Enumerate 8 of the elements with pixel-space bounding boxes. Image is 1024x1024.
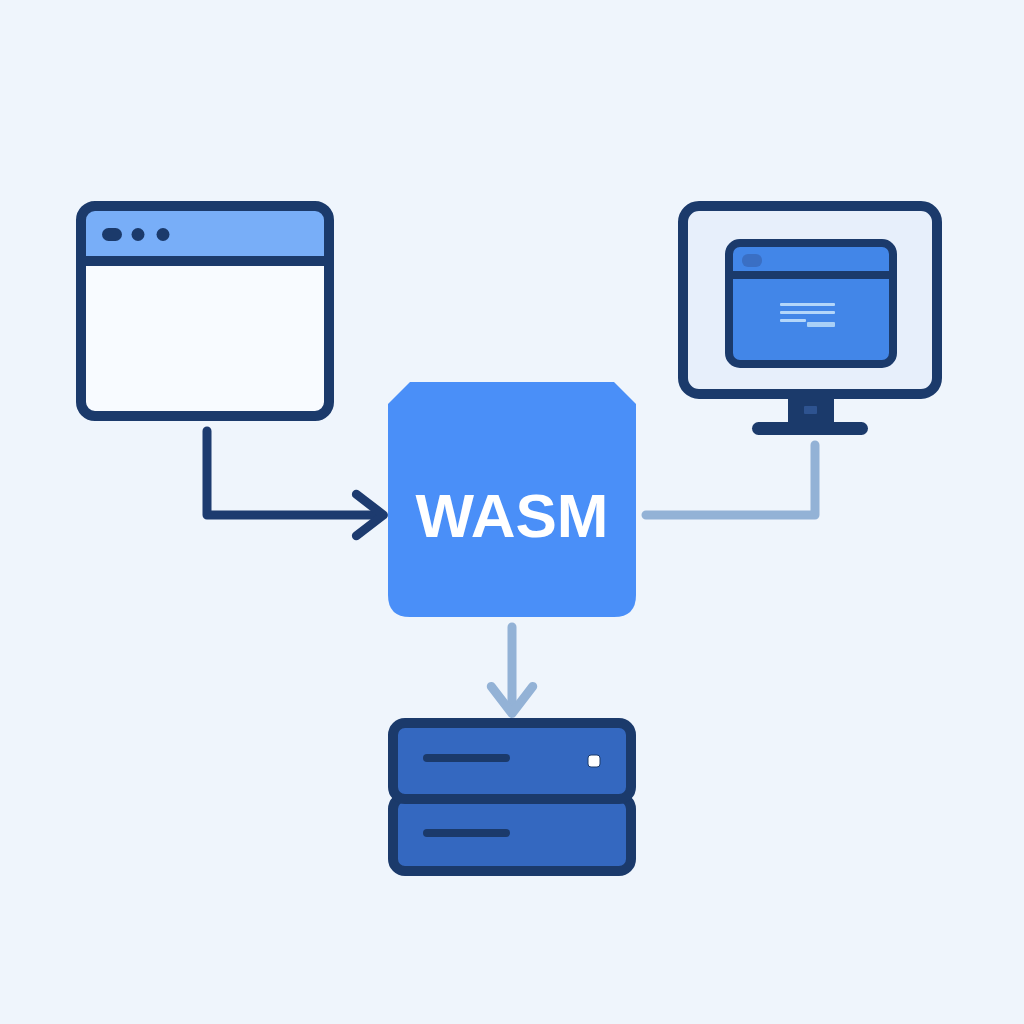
server-stack-icon — [388, 718, 636, 876]
arrow — [202, 426, 388, 541]
node-label: WASM — [415, 484, 609, 547]
process-box — [388, 382, 636, 617]
desktop-monitor-icon — [678, 201, 942, 435]
browser-window-icon — [76, 201, 334, 421]
connector-line — [641, 440, 820, 520]
arrow — [486, 622, 538, 718]
